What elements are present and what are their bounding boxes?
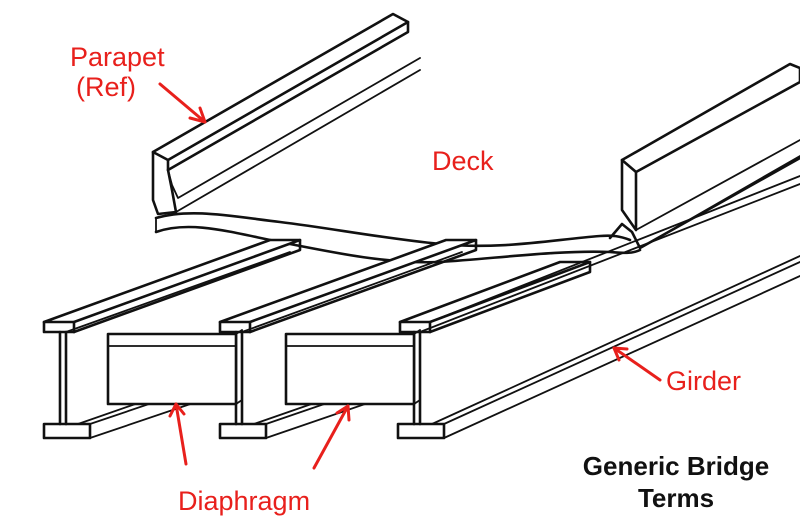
- girder-left: [42, 238, 302, 440]
- parapet-label-line2: (Ref): [76, 72, 136, 102]
- parapet-label-line1: Parapet: [70, 42, 165, 72]
- girder-right: [396, 175, 800, 440]
- girder-label: Girder: [666, 366, 742, 396]
- girder-arrow: [612, 346, 662, 382]
- diaphragm-arrow-right: [312, 404, 351, 470]
- parapet-label: Parapet (Ref): [70, 42, 165, 102]
- diaphragm-arrow-left: [168, 402, 188, 466]
- diaphragm-right: [284, 329, 421, 406]
- title-line1: Generic Bridge: [582, 451, 770, 481]
- deck-label: Deck: [432, 146, 494, 176]
- parapet-arrow: [158, 82, 207, 124]
- diagram-title: Generic Bridge Terms: [576, 450, 776, 514]
- diaphragm-label: Diaphragm: [178, 486, 311, 516]
- annotation-arrows: [158, 82, 662, 470]
- parapet-right: [608, 62, 800, 250]
- parapet-left: [151, 12, 421, 216]
- title-line2: Terms: [637, 483, 715, 513]
- diaphragm-left: [106, 329, 243, 406]
